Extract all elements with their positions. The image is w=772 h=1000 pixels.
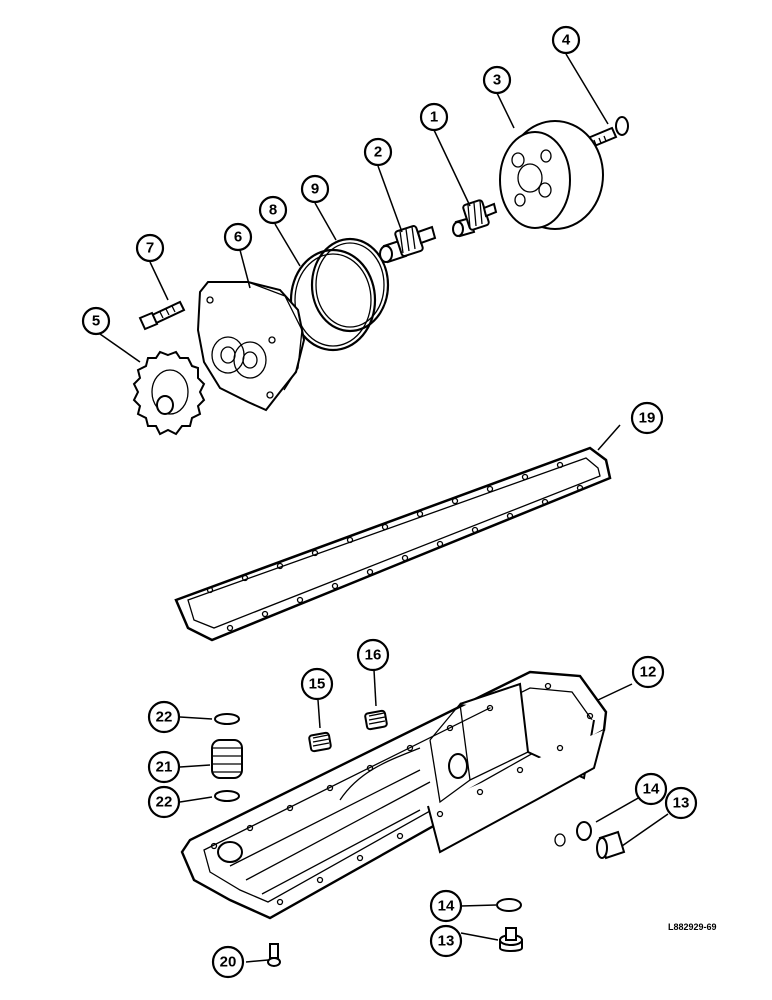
callout-16-label: 16 [365, 647, 382, 664]
plug-right-part [364, 709, 388, 731]
callout-7-label: 7 [146, 240, 154, 257]
callout-13-side: 13 [664, 786, 698, 820]
pump-drive-gear-part [132, 350, 206, 436]
callout-22-top: 22 [147, 700, 181, 734]
callout-15: 15 [300, 667, 334, 701]
figure-code: L882929-69 [668, 922, 717, 932]
callout-12: 12 [631, 655, 665, 689]
callout-14-bottom-label: 14 [438, 898, 455, 915]
washer-bottom-part [496, 898, 522, 912]
callout-4: 4 [551, 25, 581, 55]
callout-20-label: 20 [220, 954, 237, 971]
callout-22-top-label: 22 [156, 709, 173, 726]
callout-9-label: 9 [311, 181, 319, 198]
callout-7: 7 [135, 233, 165, 263]
callout-3: 3 [482, 65, 512, 95]
o-ring-parts [289, 237, 390, 352]
callout-13-side-label: 13 [673, 795, 690, 812]
callout-2: 2 [363, 137, 393, 167]
cover-bolt-part [586, 116, 629, 149]
washer-side-part [576, 821, 592, 841]
plug-left-part [308, 731, 332, 753]
callout-1: 1 [419, 102, 449, 132]
o-ring-bottom-part [214, 790, 240, 802]
callout-15-label: 15 [309, 676, 326, 693]
oil-pan-part [180, 670, 608, 920]
callout-2-label: 2 [374, 144, 382, 161]
callout-14-side: 14 [634, 772, 668, 806]
pump-body-part [196, 281, 306, 412]
callout-3-label: 3 [493, 72, 501, 89]
drive-gear-shaft-part [379, 225, 437, 264]
drain-plug-bottom-part [499, 927, 523, 952]
callout-20: 20 [211, 945, 245, 979]
callout-4-label: 4 [562, 32, 571, 49]
callout-21: 21 [147, 750, 181, 784]
drain-plug-side-part [596, 830, 626, 860]
callout-14-bottom: 14 [429, 889, 463, 923]
driven-gear-shaft-part [452, 199, 498, 238]
callout-1-label: 1 [430, 109, 438, 126]
callout-19-label: 19 [639, 410, 656, 427]
screw-part [267, 943, 281, 967]
callout-8-label: 8 [269, 202, 277, 219]
callout-14-side-label: 14 [643, 781, 660, 798]
callout-13-bottom: 13 [429, 924, 463, 958]
callout-12-label: 12 [640, 664, 657, 681]
leader-lines [99, 53, 669, 963]
callout-8: 8 [258, 195, 288, 225]
callout-5-label: 5 [92, 313, 100, 330]
callout-19: 19 [630, 401, 664, 435]
callout-6-label: 6 [234, 229, 242, 246]
oil-pan-gasket-part [174, 446, 612, 642]
callout-9: 9 [300, 174, 330, 204]
callout-6: 6 [223, 222, 253, 252]
strainer-spring-part [211, 739, 243, 779]
callout-13-bottom-label: 13 [438, 933, 455, 950]
callout-21-label: 21 [156, 759, 173, 776]
pump-cover-part [499, 120, 604, 230]
callout-22-bottom: 22 [147, 785, 181, 819]
callout-22-bottom-label: 22 [156, 794, 173, 811]
callout-5: 5 [81, 306, 111, 336]
callout-16: 16 [356, 638, 390, 672]
mounting-bolt-part [138, 300, 186, 331]
o-ring-top-part [214, 713, 240, 725]
